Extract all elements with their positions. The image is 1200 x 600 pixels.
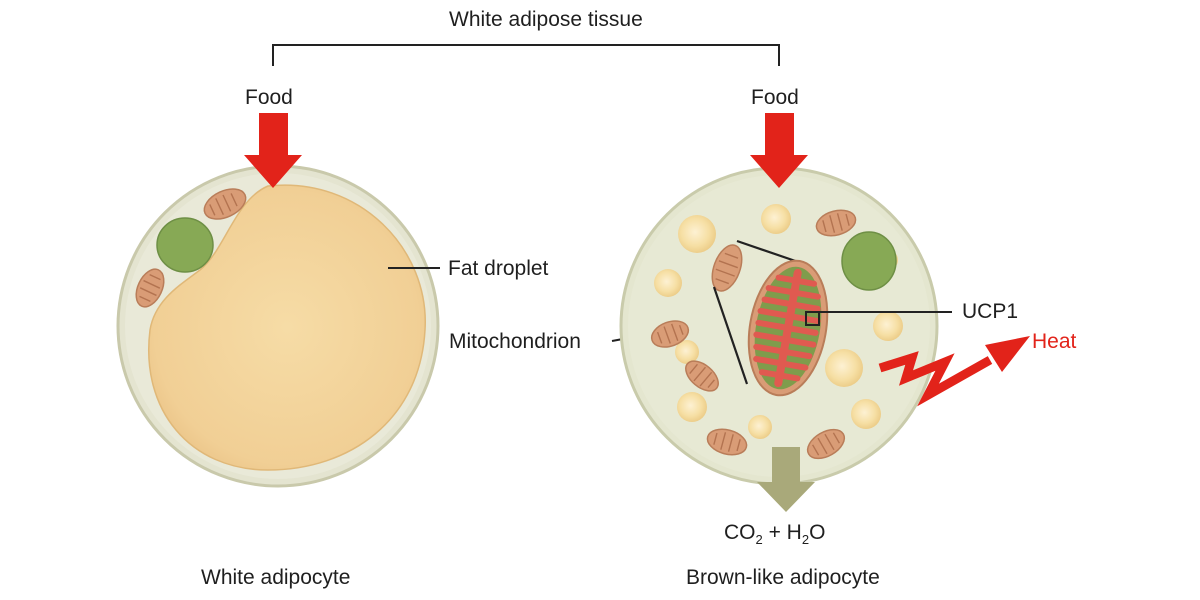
co-text: CO — [724, 521, 756, 544]
diagram-title: White adipose tissue — [449, 8, 643, 31]
mitochondrion-label: Mitochondrion — [449, 330, 581, 353]
white-food-label: Food — [245, 86, 293, 109]
brown-mito-a — [815, 209, 857, 237]
brown-food-label: Food — [751, 86, 799, 109]
co-subscript: 2 — [755, 532, 763, 548]
white-adipocyte — [116, 113, 440, 488]
brown-mito-f — [806, 428, 846, 460]
enlarged-mitochondrion — [747, 259, 829, 397]
brown-food-arrow — [750, 113, 808, 188]
ucp1-marker — [805, 311, 820, 326]
brown-mito-d — [685, 360, 719, 392]
white-adipocyte-caption: White adipocyte — [201, 566, 351, 589]
white-mito-2 — [135, 268, 165, 308]
brown-mito-b — [711, 244, 743, 292]
brown-mito-c — [650, 320, 690, 348]
ucp1-label: UCP1 — [962, 300, 1019, 323]
plus-h-text: + H — [762, 521, 802, 544]
brown-adipocyte-caption: Brown-like adipocyte — [686, 566, 880, 589]
brown-adipocyte — [619, 113, 1030, 512]
fat-droplet-label: Fat droplet — [448, 257, 549, 280]
white-mito-1 — [203, 188, 247, 220]
output-arrow — [757, 447, 815, 512]
brown-mito-e — [706, 428, 748, 456]
white-nucleus — [156, 217, 214, 273]
heat-label: Heat — [1032, 330, 1077, 353]
brown-nucleus — [841, 231, 897, 291]
zoom-line-bottom — [712, 286, 749, 385]
o-text: O — [809, 521, 826, 544]
white-food-arrow — [244, 113, 302, 188]
h-subscript: 2 — [801, 532, 810, 548]
tissue-bracket — [272, 44, 780, 66]
heat-arrow — [878, 336, 1030, 407]
output-label: CO2 + H2O — [724, 522, 825, 546]
small-fat-droplets — [654, 204, 903, 439]
fat-droplet — [148, 184, 426, 471]
